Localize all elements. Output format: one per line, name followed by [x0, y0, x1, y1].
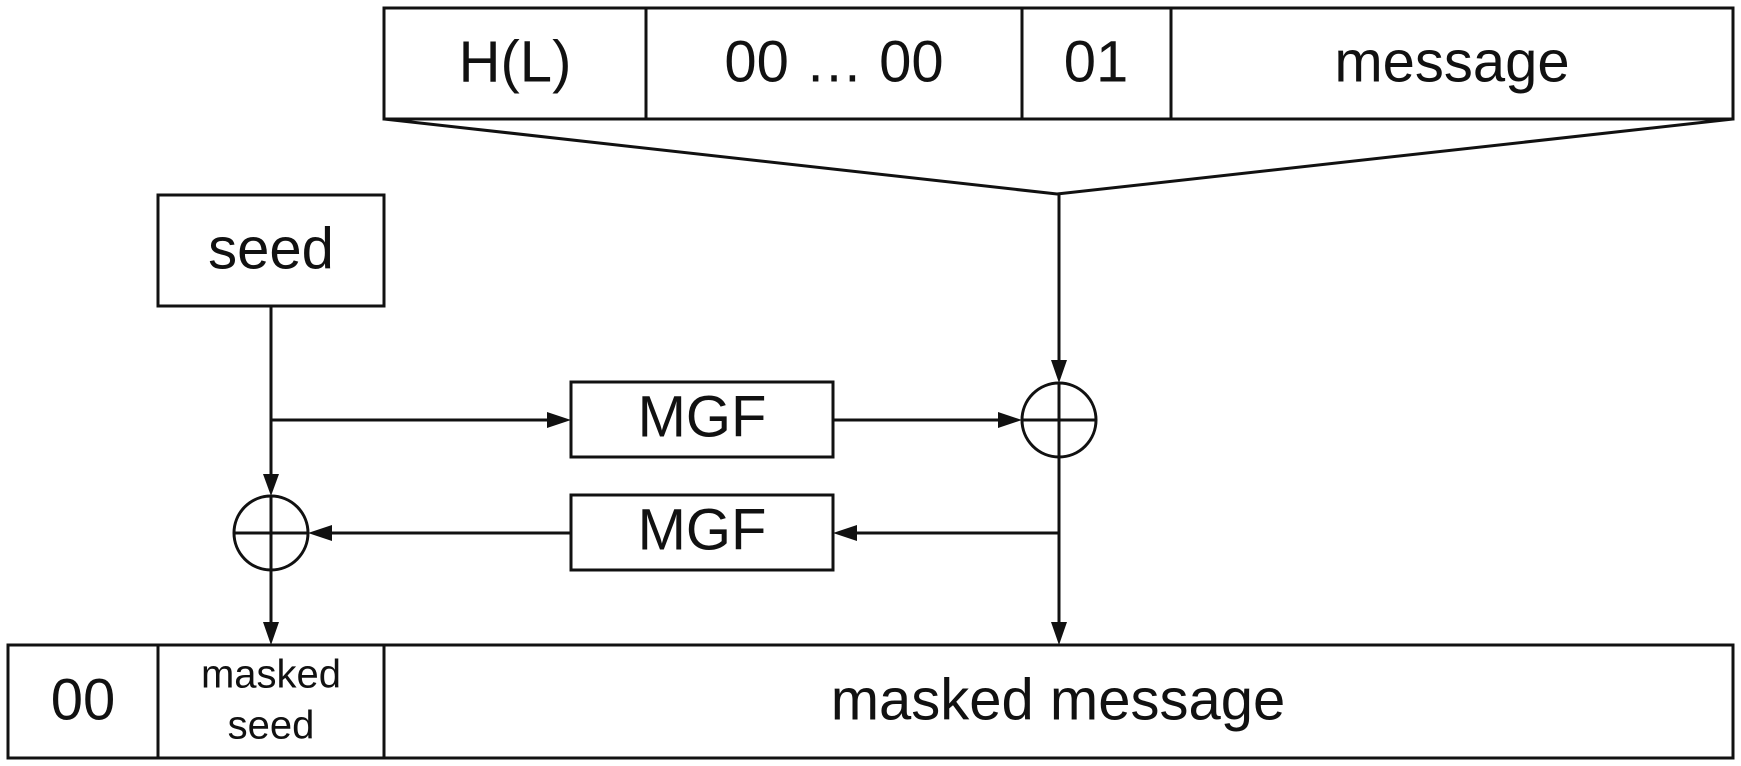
masked-to-mgf-arrowhead: [833, 525, 857, 541]
xor-left-icon: [232, 494, 310, 572]
output-label-masked-seed-line2: seed: [228, 704, 315, 748]
mgf-to-left-xor-arrowhead: [308, 525, 332, 541]
mgf-lower-label: MGF: [638, 497, 767, 562]
xor-to-masked-message-arrowhead: [1051, 622, 1067, 645]
data-block-label-padding: 00 … 00: [724, 29, 943, 94]
data-block-cell-padding: [644, 6, 1024, 121]
data-block-cell-separator: [1020, 6, 1173, 121]
seed-to-mgf-arrowhead: [547, 412, 571, 428]
output-cell-masked-message: [382, 643, 1735, 760]
output-label-masked-message: masked message: [831, 667, 1286, 732]
seed-box: seed: [156, 193, 386, 308]
output-label-masked-seed-line1: masked: [201, 653, 341, 697]
output-cell-zero: [6, 643, 160, 760]
output-block: 00 masked seed masked message: [6, 643, 1735, 760]
output-label-zero: 00: [51, 667, 116, 732]
xor-right-icon: [1020, 381, 1098, 459]
mgf-lower-box: MGF: [569, 493, 835, 572]
xor-to-masked-seed-arrowhead: [263, 622, 279, 645]
funnel-to-xor-arrowhead: [1051, 360, 1067, 383]
data-block-label-message: message: [1334, 29, 1569, 94]
seed-to-xor-arrowhead: [263, 474, 279, 496]
seed-label: seed: [208, 216, 334, 281]
mgf-upper-box: MGF: [569, 380, 835, 459]
data-block-cell-hash: [382, 6, 648, 121]
data-block-label-hash: H(L): [459, 29, 572, 94]
data-block-funnel: [383, 117, 1734, 196]
output-cell-masked-seed: [156, 643, 386, 760]
data-block-label-separator: 01: [1064, 29, 1129, 94]
data-block-cell-message: [1169, 6, 1735, 121]
data-block: H(L) 00 … 00 01 message: [382, 6, 1735, 121]
mgf-upper-label: MGF: [638, 384, 767, 449]
mgf-to-xor-arrowhead: [998, 412, 1022, 428]
